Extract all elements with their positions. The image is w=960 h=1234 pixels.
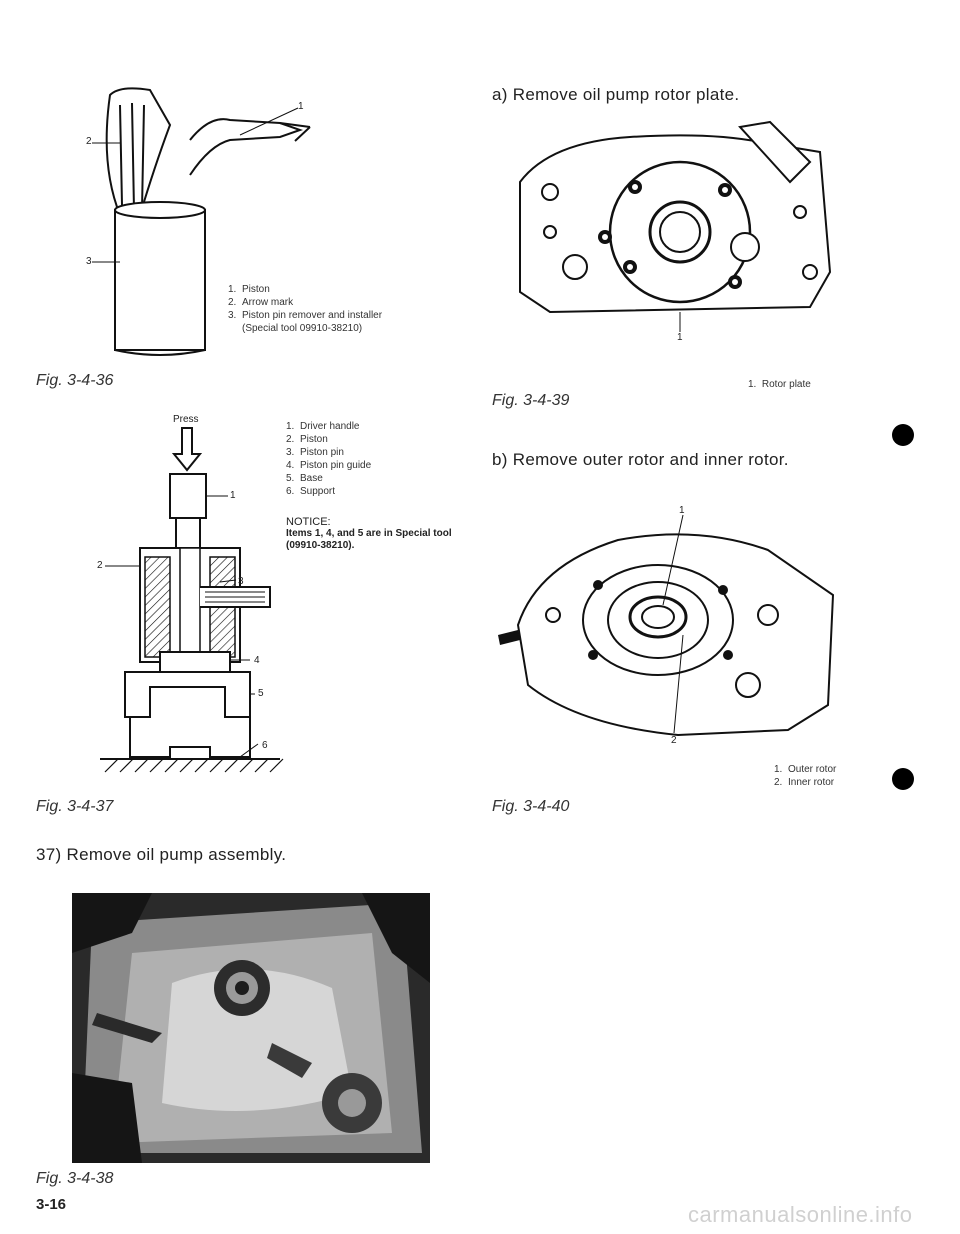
fig37-press-label: Press [173,414,199,425]
fig40-caption: Fig. 3-4-40 [492,798,570,815]
fig37-callout-6: 6 [262,740,268,751]
fig39-legend: 1. Rotor plate [748,379,811,390]
fig37-notice: NOTICE: Items 1, 4, and 5 are in Special… [286,516,456,552]
fig40-callout-2: 2 [671,735,677,746]
legend-item: (Special tool 09910-38210) [242,323,363,334]
fig36-callout-3: 3 [86,256,92,267]
piston-pin-installer-illustration [100,473,284,773]
fig36-callout-2: 2 [86,136,92,147]
step-b-text: b) Remove outer rotor and inner rotor. [492,450,789,469]
fig37-callout-2: 2 [97,560,103,571]
page-number: 3-16 [36,1196,67,1213]
fig37-caption: Fig. 3-4-37 [36,798,114,815]
notice-title: NOTICE: [286,516,331,528]
fig36-callout-1: 1 [298,101,304,112]
legend-item: 2.Piston [286,434,328,445]
legend-item: 5.Base [286,473,323,484]
legend-item: 3.Piston pin remover and installer [228,310,383,321]
legend-item: 4.Piston pin guide [286,460,372,471]
step-37-text: 37) Remove oil pump assembly. [36,845,287,864]
piston-pin-remover-illustration [92,87,311,356]
fig36-legend: 1.Piston 2.Arrow mark 3.Piston pin remov… [228,283,428,335]
fig37-callout-5: 5 [258,688,264,699]
fig39-callout-1: 1 [677,332,683,343]
fig40-callout-1: 1 [679,505,685,516]
fig39-caption: Fig. 3-4-39 [492,392,570,409]
notice-line: (09910-38210). [286,540,355,551]
press-arrow-icon [171,427,203,472]
fig37-callout-3: 3 [238,576,244,587]
legend-item: 1.Outer rotor [774,764,837,775]
legend-item: 1.Piston [228,284,270,295]
oil-pump-assembly-photo [72,893,430,1163]
legend-item: 2.Inner rotor [774,777,835,788]
legend-item: 2.Arrow mark [228,297,294,308]
fig37-callout-4: 4 [254,655,260,666]
fig40-legend: 1.Outer rotor 2.Inner rotor [774,763,874,789]
margin-bullet [892,424,914,446]
notice-line: Items 1, 4, and 5 are in Special tool [286,528,452,539]
legend-item: 3.Piston pin [286,447,344,458]
watermark[interactable]: carmanualsonline.info [688,1202,913,1227]
legend-item: 1.Driver handle [286,421,360,432]
rotor-plate-illustration [519,120,832,332]
step-a-text: a) Remove oil pump rotor plate. [492,85,740,104]
fig37-legend: 1.Driver handle 2.Piston 3.Piston pin 4.… [286,420,466,498]
legend-item: 6.Support [286,486,336,497]
fig38-caption: Fig. 3-4-38 [36,1170,114,1187]
outer-inner-rotor-illustration [498,514,835,737]
fig36-caption: Fig. 3-4-36 [36,372,114,389]
fig37-callout-1: 1 [230,490,236,501]
margin-bullet [892,768,914,790]
